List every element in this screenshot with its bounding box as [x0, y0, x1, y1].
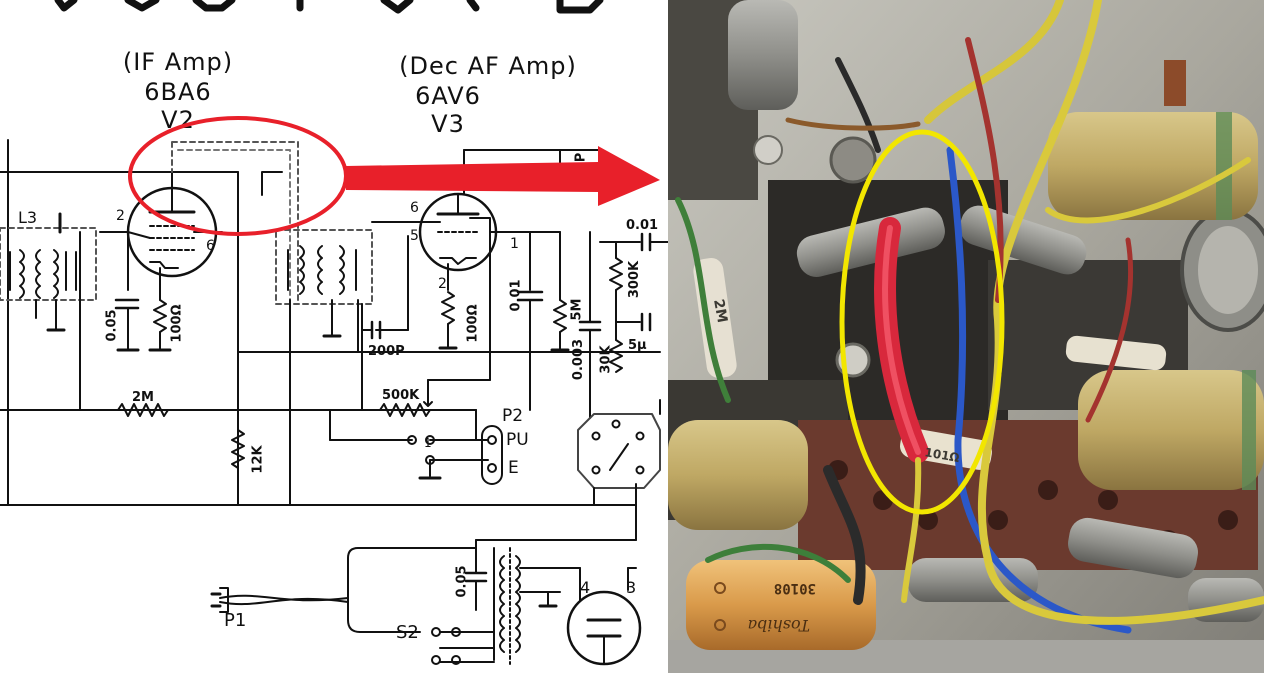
orange-capacitor [686, 560, 876, 650]
connector-p1-label: P1 [224, 610, 247, 631]
v2-pin-6: 6 [206, 238, 215, 254]
capacitor-brand-marking: Toshiba [748, 616, 810, 635]
res-100ohm-v2-label: 100Ω [169, 304, 185, 343]
switch-pin-1: 1 [424, 436, 432, 450]
resistor-2m-marking: 2M [710, 298, 730, 324]
v2-pin-2: 2 [116, 208, 125, 224]
connector-e-label: E [508, 458, 519, 478]
rectifier-pin-4: 4 [580, 578, 591, 597]
v3-function-label: (Dec AF Amp) [399, 52, 577, 80]
connector-pu-label: PU [506, 430, 529, 450]
chassis-photo-drawing: 2M 101Ω 30108 Toshiba [668, 0, 1264, 673]
cap-0.01-out-label: 0.01 [626, 218, 659, 233]
v3-pin-2: 2 [438, 276, 447, 292]
cap-0.05-power-label: 0.05 [454, 565, 470, 598]
res-12k-label: 12K [250, 445, 266, 474]
res-30k-label: 30K [598, 345, 614, 374]
connector-p2-label: P2 [502, 406, 524, 426]
cap-5u-label: 5μ [628, 338, 647, 353]
v2-function-label: (IF Amp) [122, 48, 234, 76]
cap-top-label: P [573, 152, 589, 163]
transformer-l3 [0, 212, 129, 411]
chassis-photo: 2M 101Ω 30108 Toshiba [668, 0, 1264, 673]
v3-pin-1: 1 [510, 236, 519, 252]
cap-0.003-label: 0.003 [571, 338, 587, 381]
paper-capacitor-right [1078, 370, 1264, 490]
tube-v2 [126, 171, 223, 286]
v3-ref-label: V3 [431, 110, 465, 138]
tube-v3 [407, 192, 498, 291]
capacitor-number-marking: 30108 [774, 580, 816, 596]
v3-pin-5: 5 [410, 228, 419, 244]
res-5m-label: 5M [569, 298, 585, 321]
cap-200p-label: 200P [368, 344, 405, 359]
v2-ref-label: V2 [161, 106, 195, 134]
res-300k-label: 300K [627, 260, 643, 299]
paper-capacitor-top-right [1048, 112, 1258, 220]
res-100ohm-v3-label: 100Ω [465, 304, 481, 343]
rectifier-pin-3: 3 [626, 578, 637, 597]
v3-type-label: 6AV6 [415, 82, 481, 110]
switch-s2-label: S2 [396, 622, 419, 643]
v3-pin-6: 6 [410, 200, 419, 216]
transformer-l3-label: L3 [18, 208, 38, 227]
res-2m-label: 2M [132, 390, 154, 405]
cropped-title-strokes [54, 0, 604, 14]
paper-capacitor-left [668, 420, 808, 530]
v2-type-label: 6BA6 [144, 78, 212, 106]
pot-500k-label: 500K [382, 388, 420, 403]
schematic-panel: (IF Amp) 6BA6 V2 (Dec AF Amp) 6AV6 V3 L3… [0, 0, 669, 666]
cap-0.01-v3-label: 0.01 [508, 279, 524, 312]
cap-0.05-label: 0.05 [104, 309, 120, 342]
